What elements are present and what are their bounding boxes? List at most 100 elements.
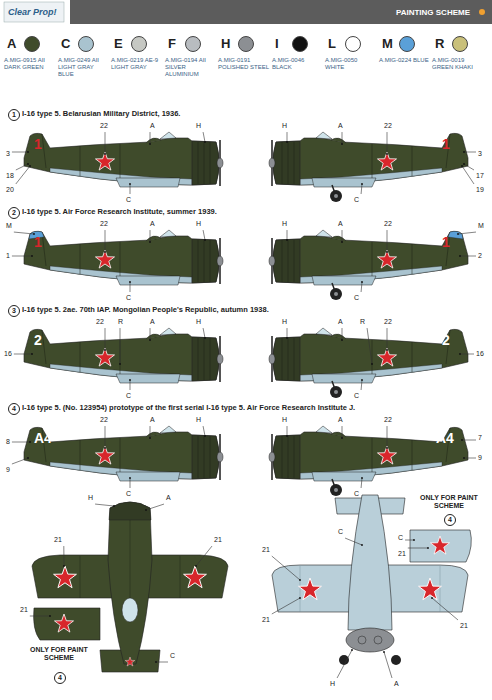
note: ONLY FOR PAINT SCHEME: [414, 494, 484, 510]
profile: [269, 230, 468, 285]
callout: H: [282, 318, 287, 326]
leader-line: [14, 354, 32, 355]
aircraft-number: 2: [442, 332, 450, 348]
leader-dot: [361, 379, 363, 381]
paint-name: A.MIG-0915 AII DARK GREEN: [4, 57, 56, 71]
paint-swatch: [452, 36, 468, 52]
callout: A: [150, 122, 155, 130]
callout: M: [6, 222, 12, 230]
leader-line: [460, 354, 474, 355]
leader-dot: [129, 281, 131, 283]
brand-logo: Clear Prop!: [8, 7, 57, 17]
callout: C: [126, 490, 131, 498]
callout: 22: [100, 122, 108, 130]
leader-dot: [63, 565, 65, 567]
callout: H: [330, 680, 335, 688]
profile: [24, 132, 223, 187]
callout: 22: [384, 220, 392, 228]
profile: [24, 328, 223, 383]
callout: A: [338, 220, 343, 228]
callout: C: [354, 490, 359, 498]
callout: A: [394, 680, 399, 688]
callout: C: [354, 294, 359, 302]
leader-dot: [31, 353, 33, 355]
leader-line: [342, 328, 343, 340]
callout: 21: [54, 536, 62, 544]
leader-dot: [341, 437, 343, 439]
note: ONLY FOR PAINT SCHEME: [24, 646, 94, 662]
scheme-title: I-16 type 5. (No. 123954) prototype of t…: [22, 404, 355, 413]
leader-line: [130, 380, 131, 390]
leader-dot: [204, 141, 206, 143]
callout: 21: [20, 606, 28, 614]
callout: 21: [398, 550, 406, 558]
callout: 8: [6, 438, 10, 446]
leader-dot: [386, 251, 388, 253]
paint-name: A.MIG-0019 GREEN KHAKI: [432, 57, 484, 71]
leader-dot: [155, 661, 157, 663]
paint-swatch: [131, 36, 147, 52]
leader-dot: [31, 255, 33, 257]
leader-line: [387, 426, 388, 448]
paint-letter: C: [61, 37, 70, 52]
paint-swatch: [345, 36, 361, 52]
header-dot: [479, 9, 485, 15]
aircraft-number: 1: [442, 136, 450, 152]
leader-line: [196, 546, 212, 566]
callout: 9: [6, 466, 10, 474]
scheme-title: I-16 type 5. Belarusian Military Distric…: [22, 110, 180, 119]
leader-line: [146, 504, 164, 510]
paint-name: A.MIG-0191 POLISHED STEEL: [218, 57, 270, 71]
leader-dot: [459, 353, 461, 355]
paint-name: A.MIG-0050 WHITE: [325, 57, 377, 71]
callout: 16: [4, 350, 12, 358]
leader-dot: [104, 349, 106, 351]
leader-dot: [386, 447, 388, 449]
callout: A: [150, 416, 155, 424]
scheme-number: 3: [8, 305, 20, 317]
callout: 22: [384, 318, 392, 326]
callout: A: [150, 318, 155, 326]
callout: M: [478, 222, 484, 230]
leader-dot: [149, 339, 151, 341]
callout: H: [196, 220, 201, 228]
leader-dot: [119, 363, 121, 365]
callout: 21: [262, 616, 270, 624]
callout: C: [126, 196, 131, 204]
callout: A: [338, 416, 343, 424]
leader-line: [105, 328, 106, 350]
leader-dot: [457, 233, 459, 235]
leader-dot: [104, 447, 106, 449]
callout: 3: [478, 150, 482, 158]
leader-line: [16, 166, 30, 184]
paint-name: A.MIG-0046 BLACK: [272, 57, 324, 71]
page-title: PAINTING SCHEME: [396, 8, 470, 17]
leader-line: [405, 540, 414, 541]
callout: H: [196, 416, 201, 424]
callout: 21: [262, 546, 270, 554]
aircraft-number: 1: [34, 136, 42, 152]
paint-swatch: [292, 36, 308, 52]
header-band: [70, 0, 492, 24]
leader-line: [150, 230, 151, 242]
leader-line: [203, 426, 205, 436]
paint-letter: A: [7, 37, 16, 52]
leader-line: [464, 458, 476, 459]
paint-name: A.MIG-0224 BLUE: [379, 57, 431, 64]
callout: C: [338, 528, 343, 536]
leader-dot: [204, 337, 206, 339]
leader-line: [12, 458, 28, 464]
leader-dot: [361, 183, 363, 185]
callout: 18: [6, 172, 14, 180]
callout: A: [166, 494, 171, 502]
leader-dot: [149, 143, 151, 145]
leader-line: [203, 132, 205, 142]
leader-line: [63, 546, 64, 566]
leader-dot: [113, 505, 115, 507]
callout: R: [118, 318, 123, 326]
leader-dot: [204, 239, 206, 241]
leader-line: [105, 230, 106, 252]
aircraft-number: A4: [436, 430, 454, 446]
scheme-number: 4: [444, 514, 456, 526]
